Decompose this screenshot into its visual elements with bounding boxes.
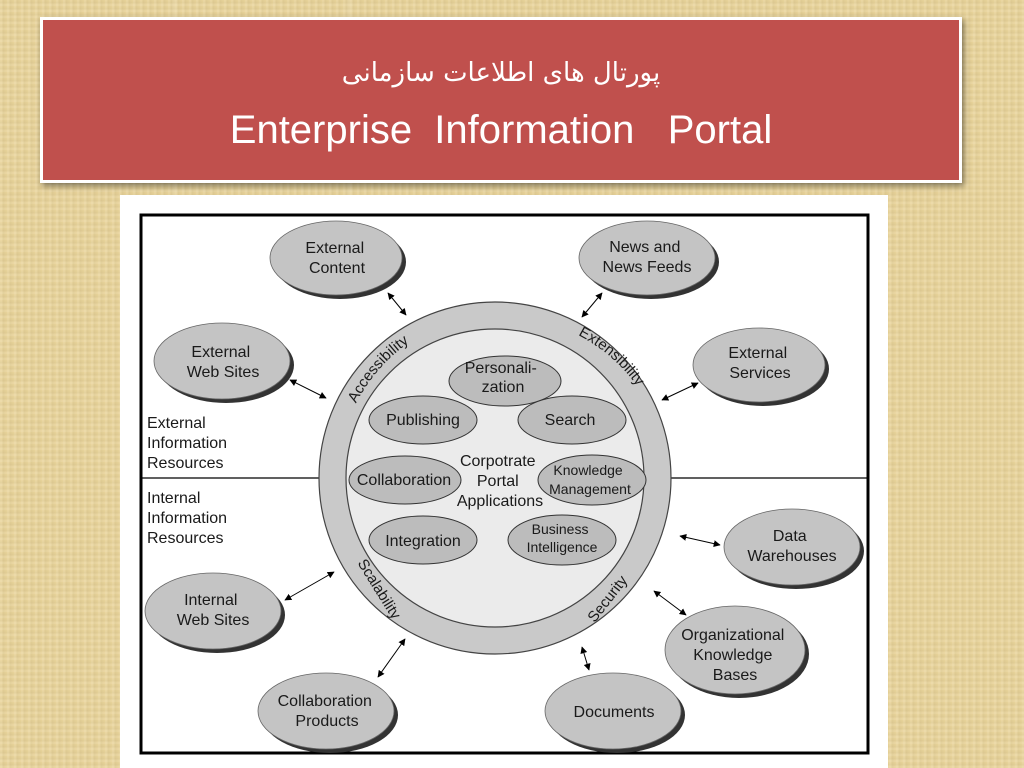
center-label: Corpotrate Portal Applications [457,453,543,510]
resource-organizational-knowledge-bases: Organizational Knowledge Bases [664,605,809,698]
title-band: پورتال های اطلاعات سازمانی Enterprise In… [40,17,962,183]
arrow-internal-web-sites [284,571,335,601]
app-search: Search [517,395,627,445]
svg-text:Data Warehouses: Data Warehouses [747,528,836,565]
svg-text:Publishing: Publishing [386,412,460,429]
svg-text:Personali- zation: Personali- zation [465,360,541,396]
resource-news-feeds: News and News Feeds [578,220,719,299]
arrow-data-warehouses [679,533,721,548]
app-collaboration: Collaboration [348,455,462,505]
external-section-label: External Information Resources [147,415,232,472]
resource-internal-web-sites: Internal Web Sites [144,572,285,653]
app-integration: Integration [368,515,478,565]
svg-text:External Services: External Services [728,345,791,382]
app-business-intelligence: Business Intelligence [507,514,617,566]
app-personalization: Personali- zation [448,355,562,407]
svg-text:Business Intelligence: Business Intelligence [527,521,598,555]
arrow-external-web-sites [289,379,327,399]
title-english: Enterprise Information Portal [229,108,773,152]
resource-external-content: External Content [269,220,406,299]
arrow-external-services [661,382,699,401]
resource-documents: Documents [544,672,685,753]
internal-section-label: Internal Information Resources [147,490,232,547]
svg-text:Organizational Knowled: Organizational Knowledge Bases [681,627,789,684]
svg-text:Search: Search [545,412,596,429]
svg-text:Knowledge Management: Knowledge Management [549,462,631,497]
svg-text:External Content: External Content [305,240,368,277]
figure-panel: External Information Resources Internal … [120,195,888,768]
svg-text:News and News Feeds: News and News Feeds [603,239,692,276]
svg-text:Internal Web Sites: Internal Web Sites [177,592,250,629]
app-knowledge-management: Knowledge Management [537,454,647,506]
title-persian: پورتال های اطلاعات سازمانی [341,58,661,88]
portal-diagram: External Information Resources Internal … [139,213,870,755]
arrow-news-feeds [581,292,603,318]
arrow-collaboration-products [377,638,406,678]
arrow-organizational-knowledge-bases [653,590,687,616]
resource-external-services: External Services [692,327,829,406]
arrow-external-content [387,292,407,316]
resource-external-web-sites: External Web Sites [153,322,294,403]
resource-data-warehouses: Data Warehouses [723,508,864,589]
arrow-documents [580,646,591,671]
connector-arrows [284,292,721,678]
svg-text:Integration: Integration [385,533,461,550]
svg-text:Collaboration: Collaboration [357,472,451,489]
svg-text:Documents: Documents [574,704,655,721]
app-publishing: Publishing [368,395,478,445]
resource-collaboration-products: Collaboration Products [257,672,398,753]
svg-text:External Web Sites: External Web Sites [187,344,260,381]
svg-text:Collaboration Products: Collaboration Products [278,693,377,730]
